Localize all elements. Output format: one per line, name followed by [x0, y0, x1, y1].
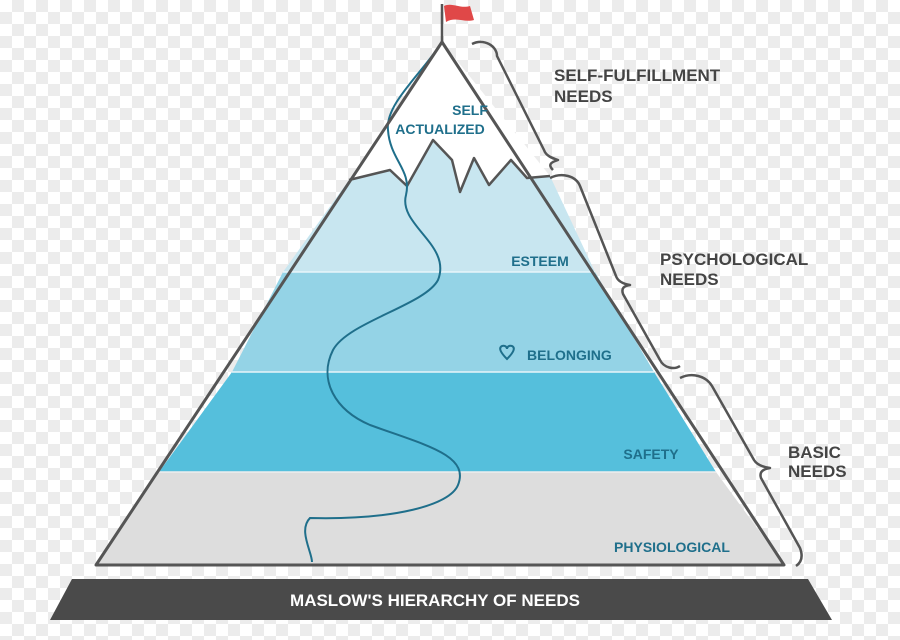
brace-basic — [679, 374, 803, 568]
label-self: SELF — [452, 102, 488, 118]
label-physiological: PHYSIOLOGICAL — [614, 539, 730, 555]
heart-icon — [499, 344, 515, 361]
label-belonging: BELONGING — [527, 347, 612, 363]
climbing-path — [304, 44, 461, 563]
safety-band — [159, 372, 716, 472]
esteem-band — [283, 140, 595, 272]
label-esteem: ESTEEM — [511, 253, 569, 269]
belonging-band — [232, 272, 654, 372]
group-self-fulfillment-line1: SELF-FULFILLMENT — [554, 66, 721, 85]
brace-psychological — [549, 174, 681, 370]
label-safety: SAFETY — [623, 446, 679, 462]
diagram-title: MASLOW'S HIERARCHY OF NEEDS — [290, 591, 580, 610]
group-self-fulfillment-line2: NEEDS — [554, 87, 613, 106]
pyramid-outline — [94, 40, 786, 567]
group-basic-line2: NEEDS — [788, 462, 847, 481]
snow-line — [348, 138, 551, 194]
flag-icon — [440, 4, 474, 44]
title-base-bar — [50, 579, 832, 620]
group-psychological-line1: PSYCHOLOGICAL — [660, 250, 808, 269]
physiological-band — [96, 472, 784, 565]
label-actualized: ACTUALIZED — [395, 121, 484, 137]
brace-self-fulfillment — [471, 40, 560, 171]
group-psychological-line2: NEEDS — [660, 270, 719, 289]
group-basic-line1: BASIC — [788, 443, 841, 462]
snow-cap — [349, 42, 550, 192]
